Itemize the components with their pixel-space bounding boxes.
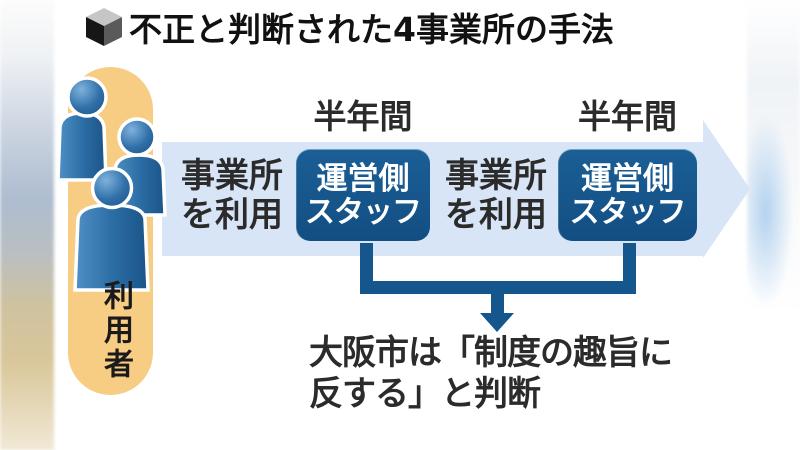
title-row: 不正と判断された4事業所の手法 [84, 3, 614, 51]
three-people-icon [56, 76, 167, 292]
right-arrow-head-icon [703, 120, 750, 258]
bracket-right-stem [623, 243, 636, 292]
step-use-office-2: 事業所 を利用 [440, 157, 552, 235]
person-back-left [56, 76, 108, 182]
period-label-2: 半年間 [578, 97, 677, 136]
staff-box-line: スタッフ [305, 195, 422, 230]
staff-box-line: 運営側 [581, 161, 674, 197]
bracket-left-stem [360, 243, 373, 292]
step-line: 事業所 [445, 156, 547, 196]
users-label: 利用者 [98, 280, 133, 382]
step-line: 事業所 [181, 156, 283, 196]
bracket-bar [360, 281, 636, 294]
down-arrow-stem [491, 293, 504, 314]
step-use-office-1: 事業所 を利用 [176, 157, 288, 235]
conclusion-line: 大阪市は「制度の趣旨に [309, 333, 673, 373]
conclusion-line: 反する」と判断 [309, 374, 541, 414]
staff-box-line: スタッフ [569, 195, 687, 230]
staff-box-1: 運営側 スタッフ [296, 149, 430, 241]
period-label-1: 半年間 [313, 97, 413, 136]
person-front [73, 166, 150, 292]
step-line: を利用 [445, 195, 547, 235]
page-title: 不正と判断された4事業所の手法 [129, 10, 614, 49]
cube-icon [86, 8, 122, 46]
step-line: を利用 [181, 195, 283, 235]
staff-box-2: 運営側 スタッフ [558, 149, 697, 241]
staff-box-line: 運営側 [316, 161, 410, 197]
left-blur-band [0, 0, 54, 450]
right-blur-band [747, 0, 800, 450]
down-arrow-icon [480, 313, 514, 332]
conclusion-text: 大阪市は「制度の趣旨に 反する」と判断 [309, 333, 673, 415]
